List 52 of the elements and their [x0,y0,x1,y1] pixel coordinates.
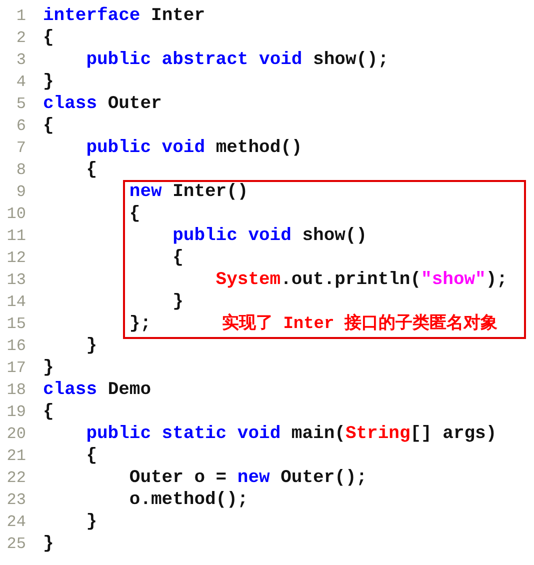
line-number: 2 [15,28,26,48]
code-line: { [129,204,140,224]
line-number: 25 [6,534,26,554]
code-line: { [86,446,97,466]
code-line: { [172,248,184,268]
code-line: } [172,292,184,312]
code-line: class Outer [43,94,162,114]
line-number: 4 [15,72,26,92]
line-number: 18 [6,380,26,400]
code-line: } [43,72,54,92]
line-number: 7 [15,138,26,158]
code-line: }; [129,314,151,334]
code-line: } [43,534,54,554]
code-line: } [86,512,97,532]
line-number: 24 [6,512,26,532]
code-line: { [43,402,54,422]
line-number: 11 [6,226,26,246]
code-line: } [86,336,97,356]
code-line: public static void main(String[] args) [86,424,497,444]
code-line: { [86,160,97,180]
code-line: public abstract void show(); [86,50,389,70]
line-number: 6 [15,116,26,136]
code-line: } [43,358,54,378]
code-line: System.out.println("show"); [216,270,508,290]
line-number: 5 [15,94,26,114]
code-line: interface Inter [43,6,206,26]
code-line: { [43,116,54,136]
line-number: 19 [6,402,26,422]
line-number: 3 [15,50,26,70]
line-number: 15 [6,314,26,334]
line-number: 22 [6,468,26,488]
line-number: 12 [6,248,26,268]
annotation-text: 实现了 Inter 接口的子类匿名对象 [222,315,498,335]
code-line: public void show() [172,226,368,246]
line-number: 13 [6,270,26,290]
line-number: 1 [15,6,26,26]
line-number: 10 [6,204,26,224]
line-number: 21 [6,446,26,466]
line-number: 23 [6,490,26,510]
code-line: o.method(); [129,490,248,510]
line-number: 16 [6,336,26,356]
line-number: 17 [6,358,26,378]
code-line: class Demo [43,380,152,400]
code-line: Outer o = new Outer(); [129,468,368,488]
line-number: 8 [15,160,26,180]
code-line: new Inter() [129,182,248,202]
code-line: { [43,28,54,48]
code-line: public void method() [86,138,302,158]
line-number: 20 [6,424,26,444]
highlight-frame [123,180,526,339]
line-number: 14 [6,292,26,312]
line-number: 9 [15,182,26,202]
